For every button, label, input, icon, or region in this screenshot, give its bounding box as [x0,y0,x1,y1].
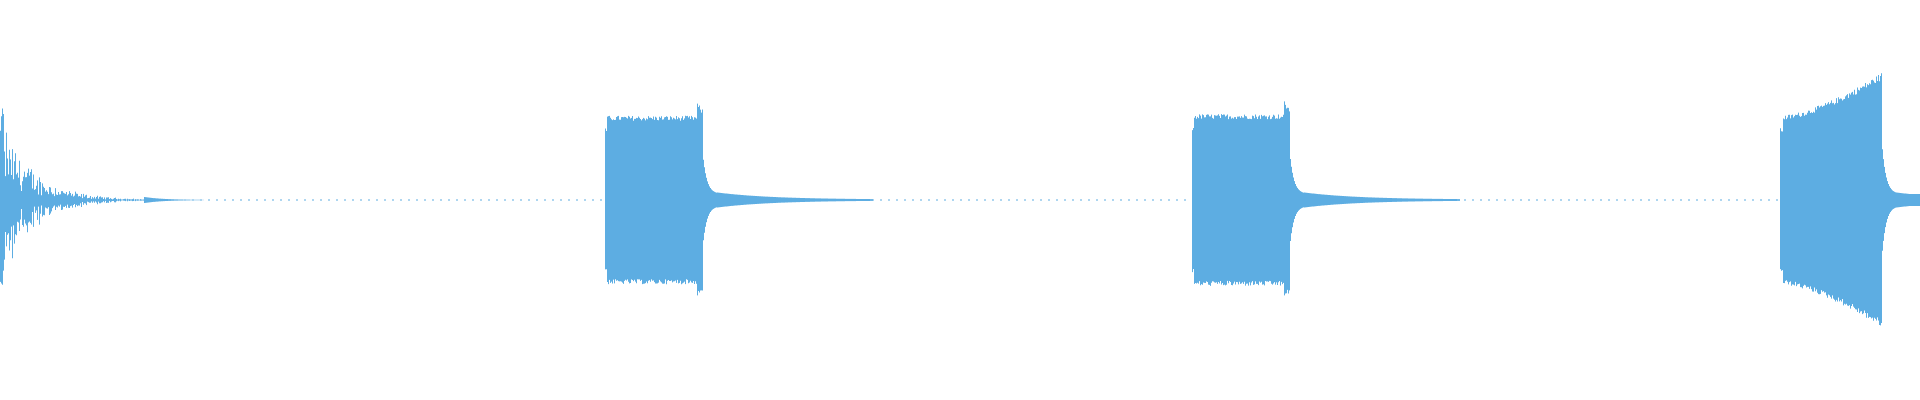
waveform-peaks [0,73,1920,326]
